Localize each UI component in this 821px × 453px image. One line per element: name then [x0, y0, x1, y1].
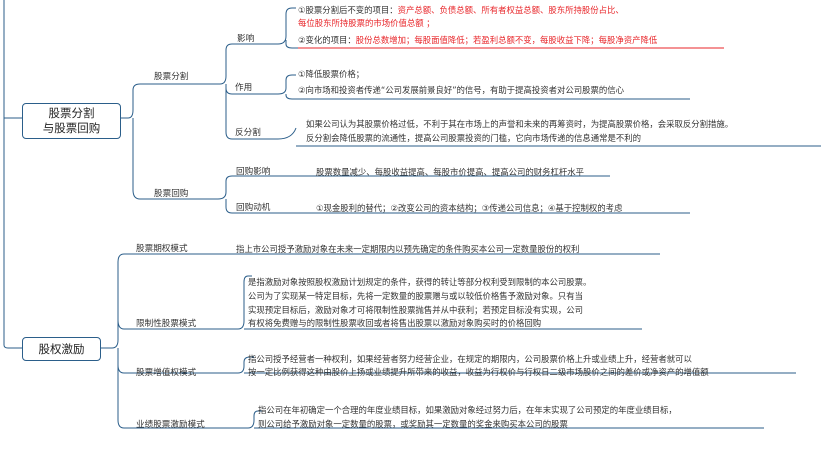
buyback-label[interactable]: 股票回购 [154, 189, 189, 199]
impact-line1-red: 资产总额、负债总额、所有者权益总额、股东所持股份占比、 [397, 5, 624, 15]
split-impact-line1: ①股票分割后不变的项目：资产总额、负债总额、所有者权益总额、股东所持股份占比、 [298, 4, 624, 16]
impact-bracket-bottom [285, 40, 298, 49]
split-effect-line1: ①降低股票价格； [298, 69, 365, 79]
buyback-motive-text: ①现金股利的替代；②改变公司的资本结构；③传递公司信息；④基于控制权的考虑 [316, 203, 623, 213]
split-reverse-line2: 反分割会降低股票的流通性，提高公司股票投资的门槛，它向市场传递的信息通常是不利的 [306, 133, 641, 143]
incentive-to-performance-line [117, 360, 248, 429]
incentive-option-label[interactable]: 股票期权模式 [136, 244, 188, 254]
impact-bracket-top [277, 7, 296, 45]
split-reverse-label[interactable]: 反分割 [235, 128, 261, 138]
reverse-connector [277, 127, 297, 140]
incentive-sar-line2: 按一定比例获得这种由股价上扬或业绩提升所带来的收益，收益为行权价与行权日二级市场… [248, 367, 709, 377]
incentive-restricted-line3: 实现预定目标后，激励对象才可将限制性股票抛售并从中获利；若预定目标没有实现，公司 [248, 305, 583, 315]
effect-bracket-top [277, 74, 296, 95]
root-box-split-buyback[interactable]: 股票分割 与股票回购 [22, 103, 121, 139]
sar-bracket [237, 356, 254, 374]
split-effect-label[interactable]: 作用 [235, 83, 253, 93]
split-impact-line2: 每位股东所持股票的市场价值总额 ； [298, 18, 435, 28]
split-effect-line2: ②向市场和投资者传递“公司发展前景良好”的信号，有助于提高投资者对公司股票的信心 [298, 85, 625, 95]
root-box-line1: 股票分割 [48, 106, 95, 120]
root-trunk-line [3, 0, 22, 349]
restricted-bracket [237, 275, 252, 330]
impact-line3-prefix: ②变化的项目： [298, 35, 356, 45]
buyback-impact-label[interactable]: 回购影响 [236, 167, 271, 177]
impact-line1-prefix: ①股票分割后不变的项目： [298, 5, 398, 15]
incentive-to-restricted-line [117, 319, 238, 330]
impact-line3-red: 股份总数增加；每股面值降低；若盈利总额不变，每股收益下降；每股净资产降低 [355, 35, 658, 45]
incentive-restricted-label[interactable]: 限制性股票模式 [136, 319, 197, 329]
buyback-motive-label[interactable]: 回购动机 [236, 203, 271, 213]
root-box-equity-incentive[interactable]: 股权激励 [22, 337, 101, 361]
incentive-sar-label[interactable]: 股票增值权模式 [136, 368, 197, 378]
split-reverse-line1: 如果公司认为其股票价格过低，不利于其在市场上的声誉和未来的再筹资时，为提高股票价… [306, 119, 734, 129]
incentive-performance-line1: 指公司在年初确定一个合理的年度业绩目标，如果激励对象经过努力后，在年末实现了公司… [258, 405, 677, 415]
performance-bracket [247, 410, 262, 429]
incentive-restricted-line1: 是指激励对象按照股权激励计划规定的条件，获得的转让等部分权利受到限制的本公司股票… [248, 277, 592, 287]
buyback-to-motive-line [225, 199, 290, 214]
incentive-sar-line1: 指公司授予经营者一种权利，如果经营者努力经营企业，在规定的期限内，公司股票价格上… [248, 354, 692, 364]
incentive-to-option-line [100, 253, 232, 349]
split-impact-label[interactable]: 影响 [237, 34, 255, 44]
incentive-performance-line2: 则公司给予激励对象一定数量的股票，或奖励其一定数量的奖金来购买本公司的股票 [258, 419, 568, 429]
incentive-restricted-line2: 公司为了实现某一特定目标，先将一定数量的股票赠与或以较低价格售予激励对象。只有当 [248, 291, 583, 301]
buyback-to-impact-line [217, 175, 290, 200]
split-label[interactable]: 股票分割 [154, 72, 189, 82]
root-box-line2: 与股票回购 [42, 121, 101, 135]
buyback-impact-text: 股票数量减少、每股收益提高、每股市价提高、提高公司的财务杠杆水平 [316, 167, 584, 177]
split-to-reverse-line [225, 84, 278, 140]
split-impact-line3: ②变化的项目：股份总数增加；每股面值降低；若盈利总额不变，每股收益下降；每股净资… [298, 34, 657, 46]
incentive-performance-label[interactable]: 业绩股票激励模式 [136, 420, 205, 430]
split-to-impact-line [219, 43, 278, 85]
box1-to-buyback-line [132, 118, 218, 200]
effect-bracket-bottom [285, 94, 296, 100]
incentive-restricted-line4: 有权将免费赠与的限制性股票收回或者将售出股票以激励对象购买时的价格回购 [248, 318, 542, 328]
root-box-equity-label: 股权激励 [38, 341, 85, 356]
box1-to-split-line [120, 83, 220, 119]
incentive-option-text: 指上市公司授予激励对象在未来一定期限内以预先确定的条件购买本公司一定数量股份的权… [236, 244, 580, 254]
